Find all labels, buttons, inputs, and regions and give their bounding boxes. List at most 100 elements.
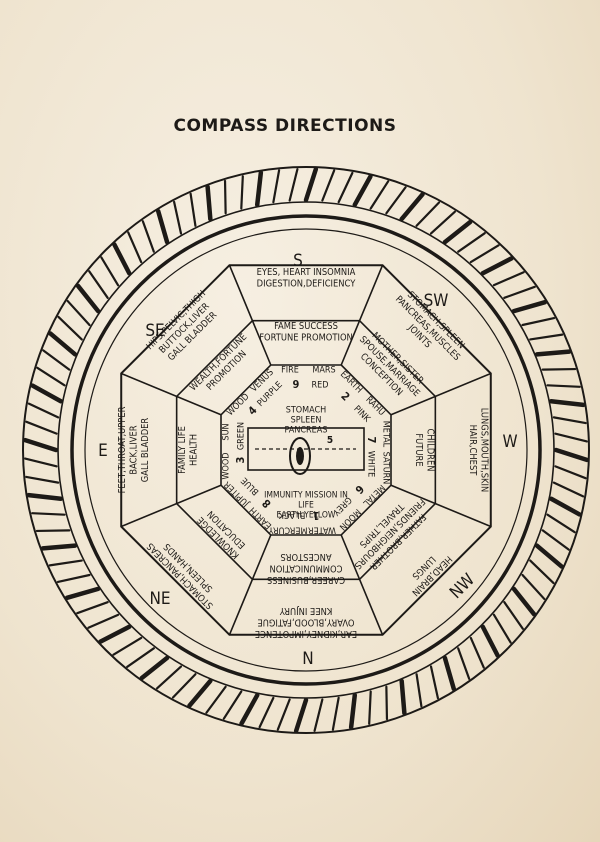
hatch-stroke <box>385 186 407 215</box>
middle-ring-text-s-line: FORTUNE PROMOTION <box>259 332 353 343</box>
hatch-stroke <box>503 285 536 299</box>
hatch-stroke <box>31 512 66 516</box>
center-top-text: PANCREAS <box>285 426 328 436</box>
hatch-stroke <box>239 692 260 726</box>
direction-se: SE <box>145 321 164 341</box>
hatch-stroke <box>553 447 590 463</box>
element-w: METAL <box>381 421 391 448</box>
center-bottom-text: LIFE <box>298 501 314 511</box>
sector-divider <box>120 372 222 416</box>
sector-divider <box>228 534 272 636</box>
hatch-stroke <box>36 366 66 387</box>
outer-ring-outline <box>22 166 590 734</box>
main-circle <box>70 214 542 686</box>
sector-divider <box>390 484 492 528</box>
center-bottom-text: EARTH YELLOW <box>277 511 336 521</box>
hatch-stroke <box>57 315 83 341</box>
hatch-stroke <box>442 655 457 692</box>
hatch-stroke <box>429 210 457 235</box>
hatch-stroke <box>541 529 570 551</box>
hatch-stroke <box>66 299 91 327</box>
hatch-stroke <box>534 349 572 357</box>
outer-ring-text-s-line: EYES, HEART INSOMNIA <box>257 267 356 278</box>
hatch-stroke <box>100 256 120 287</box>
hatch-stroke <box>112 636 143 656</box>
hatch-stroke <box>529 559 555 585</box>
hatch-stroke <box>155 665 183 690</box>
hatch-stroke <box>288 168 299 202</box>
number-se: 4 <box>246 404 260 418</box>
middle-ring-text-nw-line: FRIENDS,NEIGHBOURS <box>352 496 427 571</box>
outer-ring-text-w-line: LUNGS,MOUTH,SKIN <box>478 408 489 493</box>
hatch-stroke <box>534 543 564 569</box>
hatch-stroke <box>546 513 576 534</box>
hatch-stroke <box>276 698 291 731</box>
sector-divider <box>340 534 384 636</box>
hatch-stroke <box>521 317 556 327</box>
hatch-stroke <box>24 457 58 468</box>
hatch-stroke <box>337 171 354 204</box>
hatch-stroke <box>76 601 109 615</box>
direction-nw: NW <box>446 570 479 603</box>
hatch-stroke <box>127 231 143 264</box>
number-nw: 6 <box>352 482 366 496</box>
number-e: 3 <box>234 456 247 463</box>
outer-ring-text-s-line: DIGESTION,DEFICIENCY <box>257 278 357 289</box>
hatch-stroke <box>399 678 407 716</box>
hatch-stroke <box>369 180 390 210</box>
hatch-stroke <box>139 655 170 681</box>
hatch-stroke <box>415 201 441 227</box>
inner-circle <box>84 228 528 672</box>
hatch-stroke <box>368 690 372 725</box>
hatch-stroke <box>554 432 588 443</box>
outer-ring-text-n-line: EAR,KIDNEY,IMPOTENCE <box>255 628 357 639</box>
hatch-stroke <box>541 367 577 371</box>
hatch-stroke <box>88 270 109 299</box>
hatch-stroke <box>480 624 500 658</box>
planet-s: MARS <box>312 366 335 376</box>
center-top-text: SPLEEN <box>291 416 322 426</box>
hatch-stroke <box>552 416 587 425</box>
hatch-stroke <box>352 174 373 208</box>
hatch-stroke <box>22 437 59 453</box>
hatch-stroke <box>98 624 132 644</box>
hatch-stroke <box>64 586 101 601</box>
hatch-stroke <box>331 696 340 731</box>
hatch-stroke <box>293 697 309 734</box>
hatch-stroke <box>272 169 281 204</box>
number-sw: 2 <box>338 390 352 404</box>
middle-ring-text-e-line: FAMILY LIFE <box>177 426 188 474</box>
sector-divider <box>228 264 272 366</box>
hatch-stroke <box>492 271 525 287</box>
planet-n: MERCURY <box>269 525 308 535</box>
hatch-stroke <box>223 179 227 215</box>
direction-w: W <box>502 432 517 452</box>
hatch-stroke <box>469 636 485 669</box>
colour-w: WHITE <box>366 451 376 478</box>
hatch-stroke <box>75 283 101 314</box>
hatch-stroke <box>48 559 83 567</box>
hatch-stroke <box>42 349 71 371</box>
hatch-stroke <box>27 402 60 419</box>
sector-divider <box>340 264 384 366</box>
hatch-stroke <box>171 673 197 699</box>
page-title: COMPASS DIRECTIONS <box>173 116 397 136</box>
hatch-stroke <box>442 219 473 245</box>
sector-dividers <box>120 264 492 636</box>
hatch-stroke <box>503 601 524 630</box>
hatch-stroke <box>511 299 548 314</box>
middle-ring-text-e-line: HEALTH <box>188 434 199 466</box>
hatch-stroke <box>112 242 132 276</box>
hatch-stroke <box>480 256 514 276</box>
center-top-text: STOMACH <box>286 406 327 416</box>
hatch-stroke <box>173 200 183 235</box>
hatch-stroke <box>492 613 512 644</box>
center-disc <box>289 437 311 475</box>
hatch-stroke <box>30 383 64 404</box>
hatch-stroke <box>222 690 243 720</box>
hatch-stroke <box>321 169 336 202</box>
center-number: 5 <box>327 435 333 446</box>
hatch-stroke <box>87 613 120 629</box>
number-n: 1 <box>312 509 319 522</box>
hatch-stroke <box>554 465 587 480</box>
